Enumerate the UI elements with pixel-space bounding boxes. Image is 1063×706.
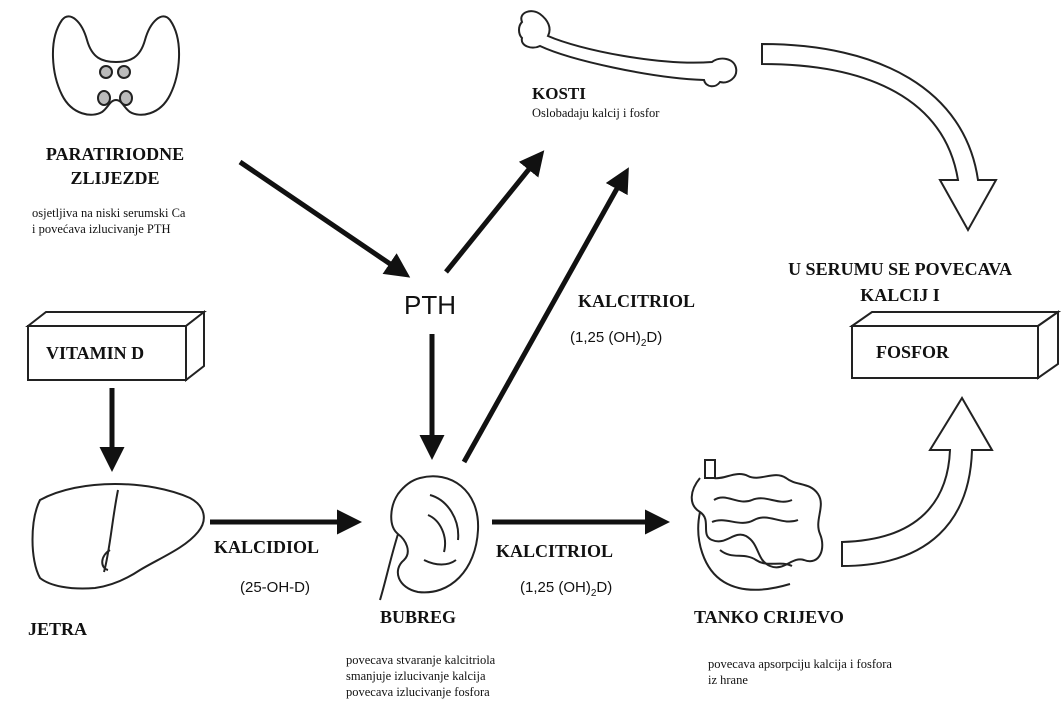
intestine-desc-line1: povecava apsorpciju kalcija i fosfora bbox=[708, 656, 892, 672]
pth-label: PTH bbox=[404, 290, 456, 320]
bone-title: KOSTI bbox=[532, 84, 586, 104]
parathyroid-title-line1: PARATIRIODNE bbox=[10, 142, 220, 166]
parathyroid-to-pth-arrow bbox=[240, 162, 402, 272]
kidney-desc-line2: smanjuje izlucivanje kalcija bbox=[346, 668, 495, 684]
bone-description: Oslobadaju kalcij i fosfor bbox=[532, 105, 659, 121]
kalcitriol-lower-name: KALCITRIOL bbox=[496, 540, 613, 562]
intestine-description: povecava apsorpciju kalcija i fosfora iz… bbox=[708, 656, 892, 688]
kalcidiol-formula: (25-OH-D) bbox=[240, 578, 310, 598]
vitamin-d-box-label: VITAMIN D bbox=[46, 341, 144, 365]
kidney-desc-line3: povecava izlucivanje fosfora bbox=[346, 684, 495, 700]
pth-to-bone-arrow bbox=[446, 158, 538, 272]
kalcitriol-lower-formula-pre: (1,25 (OH) bbox=[520, 579, 591, 596]
kalcitriol-upper-name: KALCITRIOL bbox=[578, 290, 695, 312]
intestine-desc-line2: iz hrane bbox=[708, 672, 892, 688]
parathyroid-title: PARATIRIODNE ZLIJEZDE bbox=[10, 142, 220, 190]
parathyroid-desc-line1: osjetljiva na niski serumski Ca bbox=[32, 205, 185, 221]
parathyroid-desc-line2: i povećava izlucivanje PTH bbox=[32, 221, 185, 237]
serum-caption-line1: U SERUMU SE POVECAVA bbox=[752, 256, 1048, 282]
kalcitriol-upper-formula-post: D) bbox=[646, 329, 662, 346]
bone-illustration bbox=[519, 11, 736, 86]
bone-to-serum-hollow-arrow bbox=[762, 44, 996, 230]
parathyroid-title-line2: ZLIJEZDE bbox=[10, 166, 220, 190]
kidney-title: BUBREG bbox=[380, 606, 456, 628]
parathyroid-gland-illustration bbox=[53, 16, 179, 114]
fosfor-box-label: FOSFOR bbox=[876, 340, 949, 364]
parathyroid-description: osjetljiva na niski serumski Ca i poveća… bbox=[32, 205, 185, 237]
kalcitriol-upper-formula: (1,25 (OH)2D) bbox=[570, 328, 662, 354]
kalcidiol-name: KALCIDIOL bbox=[214, 536, 319, 558]
kidney-desc-line1: povecava stvaranje kalcitriola bbox=[346, 652, 495, 668]
kalcitriol-lower-formula-post: D) bbox=[596, 579, 612, 596]
intestine-title: TANKO CRIJEVO bbox=[694, 606, 844, 628]
kalcitriol-upper-formula-pre: (1,25 (OH) bbox=[570, 329, 641, 346]
serum-caption: U SERUMU SE POVECAVA KALCIJ I bbox=[752, 256, 1048, 308]
kidney-illustration bbox=[380, 476, 478, 600]
liver-illustration bbox=[33, 484, 204, 589]
kidney-description: povecava stvaranje kalcitriola smanjuje … bbox=[346, 652, 495, 700]
liver-title: JETRA bbox=[28, 618, 87, 640]
small-intestine-illustration bbox=[692, 460, 823, 590]
intestine-to-serum-hollow-arrow bbox=[842, 398, 992, 566]
kalcitriol-lower-formula: (1,25 (OH)2D) bbox=[520, 578, 612, 604]
serum-caption-line2: KALCIJ I bbox=[752, 282, 1048, 308]
